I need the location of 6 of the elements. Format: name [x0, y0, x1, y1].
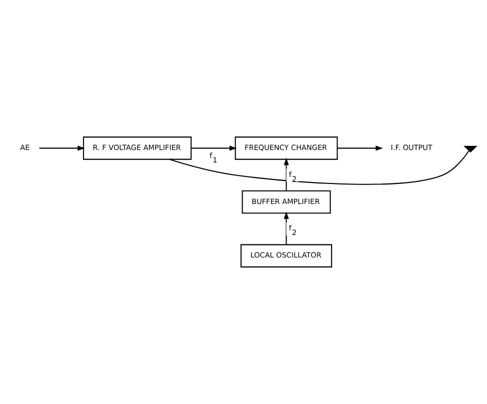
arrow: [337, 146, 383, 151]
arrow: [39, 146, 85, 151]
arrow: [191, 146, 237, 151]
node-ground: [464, 146, 478, 153]
arrow: [284, 158, 289, 191]
arrow: [284, 212, 289, 245]
